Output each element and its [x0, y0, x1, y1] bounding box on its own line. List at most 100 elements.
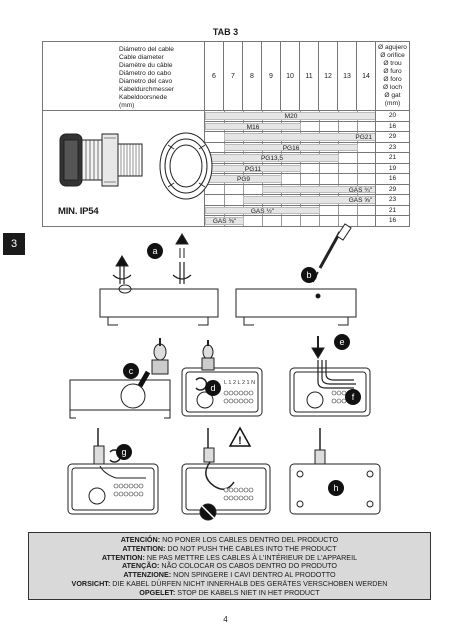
- warning-lead: ATTENZIONE:: [123, 570, 172, 580]
- hole-size-cell: 23: [375, 194, 410, 206]
- size-range-bar: PG13,5: [205, 154, 339, 162]
- size-range-bar: GAS ⅝": [243, 196, 375, 204]
- letter-a: a: [152, 246, 157, 256]
- grid-line: [281, 216, 282, 226]
- letter-d: d: [210, 383, 215, 393]
- page-number: 4: [223, 615, 228, 624]
- gland-type-label: PG9: [236, 176, 251, 183]
- warning-lead: ATENÇÃO:: [122, 561, 160, 571]
- size-range-bar: PG16: [224, 143, 358, 152]
- diameter-label: Cable diameter: [119, 54, 164, 61]
- size-range-bar: PG11: [205, 164, 301, 173]
- grid-line: [338, 205, 339, 215]
- warning-line: ATENÇÃO: NÃO COLOCAR OS CABOS DENTRO DO …: [29, 561, 430, 571]
- grid-line: [357, 174, 358, 184]
- gland-type-label: PG21: [355, 134, 372, 141]
- gland-type-label: PG11: [244, 165, 262, 173]
- size-range-bar: PG9: [205, 175, 282, 183]
- gland-type-label: M16: [246, 123, 260, 131]
- grid-line: [357, 216, 358, 226]
- warning-lead: ATTENTION:: [122, 543, 166, 553]
- header-left-cell: Diámetro del cable Cable diameter Diamèt…: [42, 41, 205, 111]
- grid-line: [338, 216, 339, 226]
- warning-box: ATENCIÓN: NO PONER LOS CABLES DENTRO DEL…: [28, 532, 431, 600]
- step-c-diagram: [69, 338, 171, 419]
- gland-type-label: PG16: [282, 144, 300, 152]
- letter-e: e: [339, 337, 344, 347]
- letter-f: f: [352, 392, 355, 402]
- size-range-cell: GAS ⅜": [204, 215, 376, 227]
- label-circle: [345, 389, 361, 405]
- letter-b: b: [306, 270, 311, 280]
- grid-line: [357, 121, 358, 131]
- letter-g: g: [121, 447, 126, 457]
- size-range-cell: GAS ¾": [204, 183, 376, 195]
- grid-line: [319, 163, 320, 173]
- label-circle: [205, 380, 221, 396]
- terminal-numbers: L 1 2 L 2 1 N: [224, 380, 255, 386]
- size-range-bar: M20: [205, 112, 375, 120]
- warning-lead: OPGELET:: [139, 587, 176, 597]
- hole-label: Ø furo: [383, 68, 402, 75]
- hole-label: Ø loch: [382, 84, 403, 91]
- grid-line: [243, 184, 244, 194]
- table-header-row: Diámetro del cable Cable diameter Diamèt…: [42, 41, 410, 111]
- table-title: TAB 3: [212, 27, 239, 37]
- size-range-bar: GAS ½": [205, 206, 320, 215]
- grid-line: [224, 184, 225, 194]
- column-header: 11: [299, 41, 319, 111]
- hole-label: Ø foro: [383, 76, 402, 83]
- warning-text: NO PONER LOS CABLES DENTRO DEL PRODUCTO: [160, 535, 339, 544]
- diameter-label: Diâmetro do cabo: [119, 70, 172, 77]
- size-range-cell: M16: [204, 120, 376, 132]
- diameter-label: Diametro del cavo: [119, 78, 173, 85]
- size-range-cell: PG13,5: [204, 152, 376, 164]
- terminal-block-f: [331, 390, 357, 404]
- warning-text: NE PAS METTRE LES CABLES À L'INTÉRIEUR D…: [144, 552, 358, 562]
- warning-line: ATTENZIONE: NON SPINGERE I CAVI DENTRO A…: [29, 570, 430, 580]
- step-ef-diagram: [289, 336, 371, 417]
- size-range-cell: GAS ½": [204, 204, 376, 216]
- grid-line: [357, 163, 358, 173]
- column-header: 12: [318, 41, 338, 111]
- label-circle: [123, 363, 139, 379]
- hole-size-cell: 16: [375, 120, 410, 132]
- size-range-cell: PG11: [204, 162, 376, 174]
- step-d-diagram: [181, 340, 263, 417]
- warning-icon-mark: !: [238, 435, 242, 447]
- warning-lead: VORSICHT:: [71, 578, 111, 588]
- size-range-bar: GAS ¾": [262, 185, 375, 194]
- diameter-label: Kabeldurchmesser: [119, 86, 174, 93]
- column-header: 7: [223, 41, 243, 111]
- hole-label: Ø gat: [384, 92, 401, 99]
- size-range-bar: PG21: [224, 133, 375, 141]
- hole-label: Ø agujero: [378, 44, 407, 51]
- step-number-badge: 3: [3, 233, 25, 255]
- gland-type-label: GAS ¾": [348, 186, 372, 194]
- letter-c: c: [129, 366, 134, 376]
- column-header: 8: [242, 41, 262, 111]
- size-range-cell: PG21: [204, 131, 376, 143]
- step-b-diagram: [235, 223, 357, 326]
- gland-type-label: PG13,5: [260, 155, 284, 162]
- label-circle: [116, 444, 132, 460]
- gland-type-label: GAS ⅜": [212, 218, 237, 225]
- grid-line: [300, 216, 301, 226]
- step-letters: a b c d e f g h: [121, 246, 354, 493]
- hole-size-cell: 20: [375, 110, 410, 122]
- step-h-diagram: [289, 428, 381, 515]
- step-a-diagram: [99, 233, 219, 326]
- diameter-label: Diamètre du câble: [119, 62, 173, 69]
- grid-line: [357, 205, 358, 215]
- column-header: 13: [337, 41, 357, 111]
- diameter-label: Kabeldoorsnede: [119, 94, 168, 101]
- warning-line: ATENCIÓN: NO PONER LOS CABLES DENTRO DEL…: [29, 535, 430, 545]
- hole-labels: Ø agujero Ø orifice Ø trou Ø furo Ø foro…: [375, 41, 410, 111]
- letter-h: h: [333, 483, 338, 493]
- table-row: GAS ⅜"16: [43, 215, 410, 227]
- warning-line: OPGELET: STOP DE KABELS NIET IN HET PROD…: [29, 587, 430, 598]
- hole-label: Ø trou: [383, 60, 402, 67]
- warning-line: ATTENTION: DO NOT PUSH THE CABLES INTO T…: [29, 543, 430, 554]
